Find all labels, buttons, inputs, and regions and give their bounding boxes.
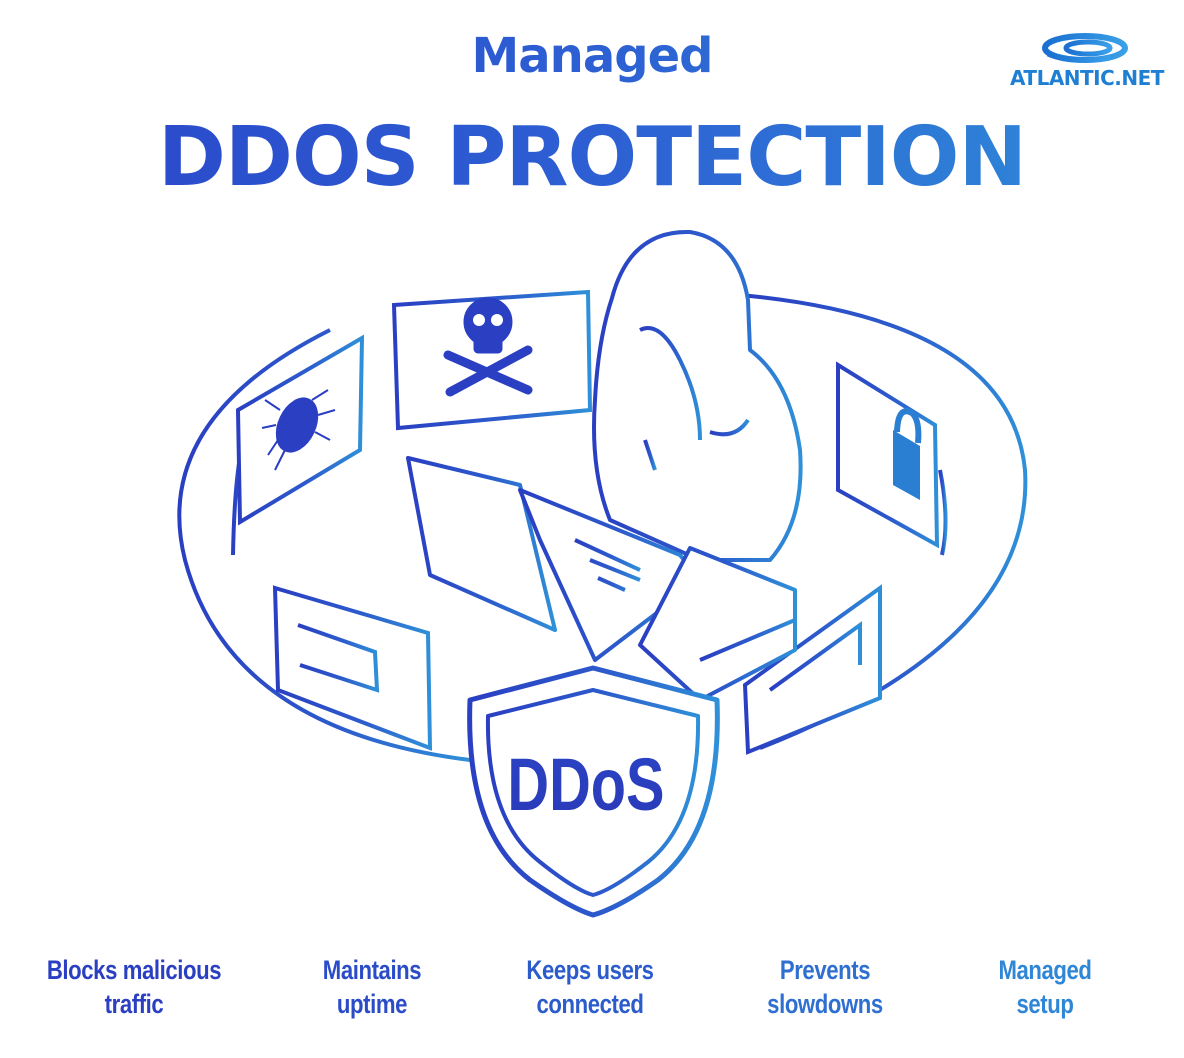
feature-line: connected (536, 989, 644, 1019)
skull-crossbones-icon (443, 297, 533, 397)
laptop-icon (406, 456, 797, 702)
swirl-logo-icon (1042, 33, 1128, 63)
page-title: DDOS PROTECTION (0, 110, 1184, 205)
lock-icon (893, 408, 922, 500)
feature-line: traffic (104, 989, 164, 1019)
bug-icon (261, 389, 336, 471)
feature-slowdowns: Prevents slowdowns (739, 953, 911, 1021)
feature-line: setup (1016, 989, 1074, 1019)
feature-line: slowdowns (767, 989, 883, 1019)
brand-logo: ATLANTIC.NET (1010, 30, 1164, 100)
feature-line: Keeps users (526, 955, 654, 985)
shield-label: DDoS (507, 744, 664, 827)
device-screen-left (272, 585, 433, 751)
feature-line: uptime (336, 989, 408, 1019)
security-screen (836, 361, 940, 549)
feature-line: Managed (998, 955, 1092, 985)
feature-block-malicious: Blocks malicious traffic (36, 953, 233, 1021)
feature-uptime: Maintains uptime (298, 953, 446, 1021)
feature-line: Blocks malicious (46, 955, 222, 985)
feature-line: Prevents (779, 955, 871, 985)
feature-line: Maintains (322, 955, 422, 985)
logo-text: ATLANTIC.NET (1010, 66, 1164, 90)
shield-icon (467, 665, 720, 918)
feature-users-connected: Keeps users connected (504, 953, 676, 1021)
feature-managed-setup: Managed setup (971, 953, 1119, 1021)
threat-screen (391, 289, 593, 431)
hacker-figure (592, 229, 803, 562)
device-screen-right (742, 584, 882, 755)
page-subtitle: Managed (0, 28, 1184, 84)
